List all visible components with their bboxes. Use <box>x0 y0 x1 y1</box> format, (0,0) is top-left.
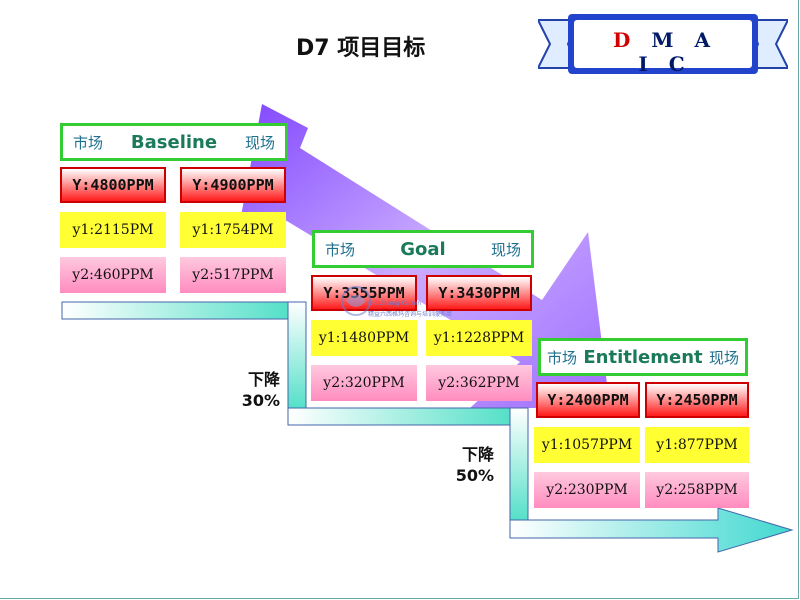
dmaic-first-letter: D <box>613 28 638 52</box>
page-title: D7 项目目标 <box>296 36 426 61</box>
baseline-y-market: Y:4800PPM <box>60 167 166 203</box>
stage-header-goal: 市场 Goal 现场 <box>312 230 534 268</box>
stage-header-baseline: 市场 Baseline 现场 <box>60 123 288 161</box>
entitlement-y1-market: y1:1057PPM <box>534 427 640 463</box>
stage-left-label: 市场 <box>73 133 104 152</box>
watermark-line-2: 精益六西格玛咨询与培训服务商 <box>368 311 453 318</box>
reduction-text: 下降 <box>461 445 494 464</box>
goal-y1-site: y1:1228PPM <box>426 320 532 356</box>
watermark-logo <box>341 286 371 316</box>
stage-right-label: 现场 <box>708 348 739 367</box>
goal-y1-market: y1:1480PPM <box>311 320 417 356</box>
watermark-line-1: Qiu Zhang Kaizen <box>368 300 422 307</box>
stage-right-label: 现场 <box>490 240 521 259</box>
goal-y2-market: y2:320PPM <box>311 365 417 401</box>
baseline-y2-market: y2:460PPM <box>60 257 166 293</box>
baseline-y-site: Y:4900PPM <box>180 167 286 203</box>
dmaic-badge <box>538 14 788 74</box>
baseline-y2-site: y2:517PPM <box>180 257 286 293</box>
dmaic-remaining-letters: M A I C <box>638 28 717 76</box>
entitlement-y1-site: y1:877PPM <box>645 427 749 463</box>
stage-name: Baseline <box>130 131 218 153</box>
goal-y-site: Y:3430PPM <box>426 275 532 311</box>
staircase <box>61 301 794 553</box>
entitlement-y2-site: y2:258PPM <box>645 472 749 508</box>
entitlement-y-site: Y:2450PPM <box>645 382 749 418</box>
stage-name: Entitlement <box>583 346 703 368</box>
stage-name: Goal <box>400 238 446 260</box>
stage-left-label: 市场 <box>325 240 356 259</box>
entitlement-y-market: Y:2400PPM <box>536 382 640 418</box>
reduction-value: 50% <box>455 466 494 485</box>
baseline-y1-site: y1:1754PM <box>180 212 286 248</box>
dmaic-label: D M A I C <box>600 28 730 76</box>
goal-y-market: Y:3355PPM <box>311 275 417 311</box>
stage-right-label: 现场 <box>244 133 275 152</box>
reduction-text: 下降 <box>247 370 280 389</box>
reduction-label-1: 下降 30% <box>226 369 280 411</box>
baseline-y1-market: y1:2115PM <box>60 212 166 248</box>
stage-left-label: 市场 <box>547 348 578 367</box>
reduction-value: 30% <box>241 391 280 410</box>
entitlement-y2-market: y2:230PPM <box>534 472 640 508</box>
goal-y2-site: y2:362PPM <box>426 365 532 401</box>
stage-header-entitlement: 市场 Entitlement 现场 <box>538 338 748 376</box>
reduction-label-2: 下降 50% <box>440 444 494 486</box>
